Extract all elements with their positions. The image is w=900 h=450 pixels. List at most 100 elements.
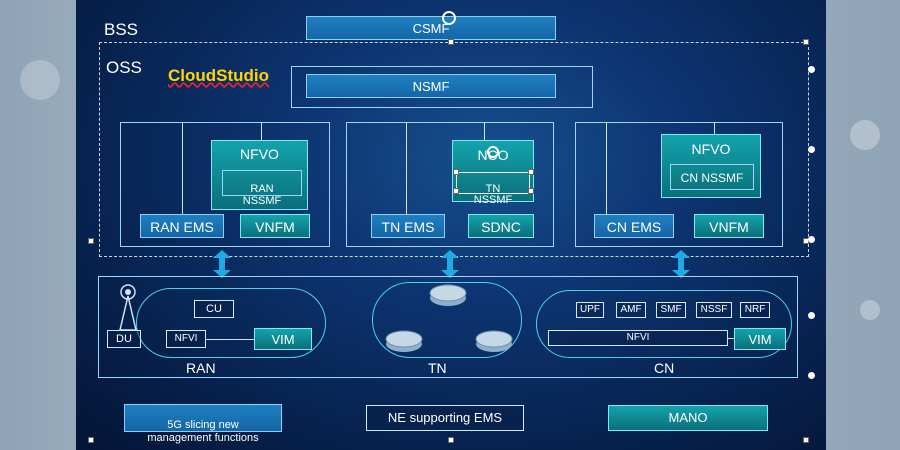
- cn-nfvo-label: NFVO: [691, 141, 731, 157]
- upf-box[interactable]: UPF: [576, 302, 604, 318]
- connector-dot[interactable]: [808, 146, 815, 153]
- connector-dot[interactable]: [808, 236, 815, 243]
- cu-box[interactable]: CU: [194, 300, 234, 318]
- tn-label: TN: [428, 360, 447, 376]
- legend-slicing-box: 5G slicing new management functions: [124, 404, 282, 444]
- connector-line: [714, 122, 715, 134]
- ran-vnfm-box[interactable]: VNFM: [240, 214, 310, 238]
- network-layer-area: [98, 276, 798, 378]
- nsmf-outer: [291, 66, 593, 108]
- cn-label: CN: [654, 360, 675, 376]
- legend-mano-label: MANO: [668, 410, 708, 425]
- selection-handle[interactable]: [803, 39, 809, 45]
- connector-line: [484, 122, 485, 140]
- cn-ems-label: CN EMS: [606, 219, 662, 235]
- connector-line: [182, 122, 183, 214]
- connector-dot[interactable]: [808, 372, 815, 379]
- connector-dot[interactable]: [808, 66, 815, 73]
- tn-nssmf-label: TN NSSMF: [473, 183, 513, 206]
- ran-nfvi-label: NFVI: [174, 333, 198, 344]
- rotate-handle-icon[interactable]: [486, 145, 500, 159]
- slide-canvas: BSS CSMF OSS CloudStudio NSMF NFVO RAN N…: [76, 0, 826, 450]
- sdnc-label: SDNC: [481, 219, 521, 235]
- selection-handle[interactable]: [448, 39, 454, 45]
- selection-handle[interactable]: [88, 238, 94, 244]
- selection-handle[interactable]: [88, 437, 94, 443]
- csmf-box[interactable]: CSMF: [306, 16, 556, 40]
- cn-nssmf-label: CN NSSMF: [680, 171, 744, 185]
- ran-vnfm-label: VNFM: [255, 219, 295, 235]
- smf-box[interactable]: SMF: [656, 302, 686, 318]
- cn-nfvi-box[interactable]: NFVI: [548, 330, 728, 346]
- cn-cloud: [536, 290, 792, 358]
- nssf-label: NSSF: [700, 304, 728, 315]
- legend-ne-label: NE supporting EMS: [387, 410, 503, 425]
- cn-vnfm-box[interactable]: VNFM: [694, 214, 764, 238]
- tn-cloud: [372, 282, 522, 358]
- bokeh-dot: [850, 120, 880, 150]
- ran-ems-label: RAN EMS: [150, 219, 214, 235]
- bokeh-dot: [860, 300, 880, 320]
- cn-bidirectional-arrow-icon: [672, 250, 690, 278]
- cn-vim-box[interactable]: VIM: [734, 328, 786, 350]
- du-label: DU: [116, 333, 132, 345]
- selection-handle[interactable]: [453, 169, 459, 175]
- sdnc-box[interactable]: SDNC: [468, 214, 534, 238]
- selection-handle[interactable]: [453, 188, 459, 194]
- ran-ems-box[interactable]: RAN EMS: [140, 214, 224, 238]
- ran-nssmf-box[interactable]: RAN NSSMF: [222, 170, 302, 207]
- cn-nssmf-box[interactable]: CN NSSMF: [670, 164, 754, 190]
- connector-line: [406, 122, 407, 214]
- csmf-label: CSMF: [412, 21, 450, 36]
- tn-nco-box[interactable]: NCO: [452, 140, 534, 202]
- nsmf-box[interactable]: NSMF: [306, 74, 556, 98]
- antenna-tower-icon: [119, 284, 137, 331]
- router-icon: [385, 330, 423, 352]
- cn-vim-label: VIM: [748, 332, 772, 347]
- ran-vim-label: VIM: [271, 332, 295, 347]
- ran-nfvi-box[interactable]: NFVI: [166, 330, 206, 348]
- tn-mgmt-area: [346, 122, 554, 247]
- connector-line: [261, 122, 262, 140]
- tn-nco-label: NCO: [477, 147, 509, 163]
- nsmf-label: NSMF: [412, 79, 450, 94]
- du-box[interactable]: DU: [107, 330, 141, 348]
- connector-dot[interactable]: [808, 312, 815, 319]
- tn-nssmf-box[interactable]: TN NSSMF: [456, 172, 530, 206]
- amf-box[interactable]: AMF: [616, 302, 646, 318]
- ran-mgmt-area: [120, 122, 330, 247]
- ran-nssmf-label: RAN NSSMF: [242, 183, 282, 207]
- ran-nfvo-box[interactable]: NFVO: [211, 140, 308, 210]
- smf-label: SMF: [660, 304, 682, 315]
- tn-ems-box[interactable]: TN EMS: [371, 214, 445, 238]
- nssf-box[interactable]: NSSF: [696, 302, 732, 318]
- connector-line: [728, 338, 734, 339]
- cn-nfvi-label: NFVI: [626, 332, 650, 343]
- cn-mgmt-area: [575, 122, 783, 247]
- ran-label: RAN: [186, 360, 216, 376]
- connector-line: [206, 339, 254, 340]
- upf-label: UPF: [580, 304, 600, 315]
- nrf-box[interactable]: NRF: [740, 302, 770, 318]
- selection-handle[interactable]: [528, 169, 534, 175]
- bss-label: BSS: [104, 20, 139, 39]
- legend-slicing-label: 5G slicing new management functions: [147, 419, 259, 444]
- ran-cloud: [136, 288, 326, 358]
- selection-handle[interactable]: [448, 437, 454, 443]
- selection-handle[interactable]: [803, 437, 809, 443]
- cn-nfvo-box[interactable]: NFVO: [661, 134, 761, 198]
- selection-handle[interactable]: [528, 188, 534, 194]
- ran-vim-box[interactable]: VIM: [254, 328, 312, 350]
- nrf-label: NRF: [744, 304, 766, 315]
- cn-vnfm-label: VNFM: [709, 219, 749, 235]
- amf-label: AMF: [620, 304, 642, 315]
- bokeh-dot: [20, 60, 60, 100]
- rotate-handle-icon[interactable]: [441, 10, 457, 26]
- cn-ems-box[interactable]: CN EMS: [594, 214, 674, 238]
- tn-ems-label: TN EMS: [381, 219, 435, 235]
- ran-bidirectional-arrow-icon: [213, 250, 231, 278]
- router-icon: [429, 284, 467, 306]
- legend-mano-box: MANO: [608, 405, 768, 431]
- legend-ne-box: NE supporting EMS: [366, 405, 524, 431]
